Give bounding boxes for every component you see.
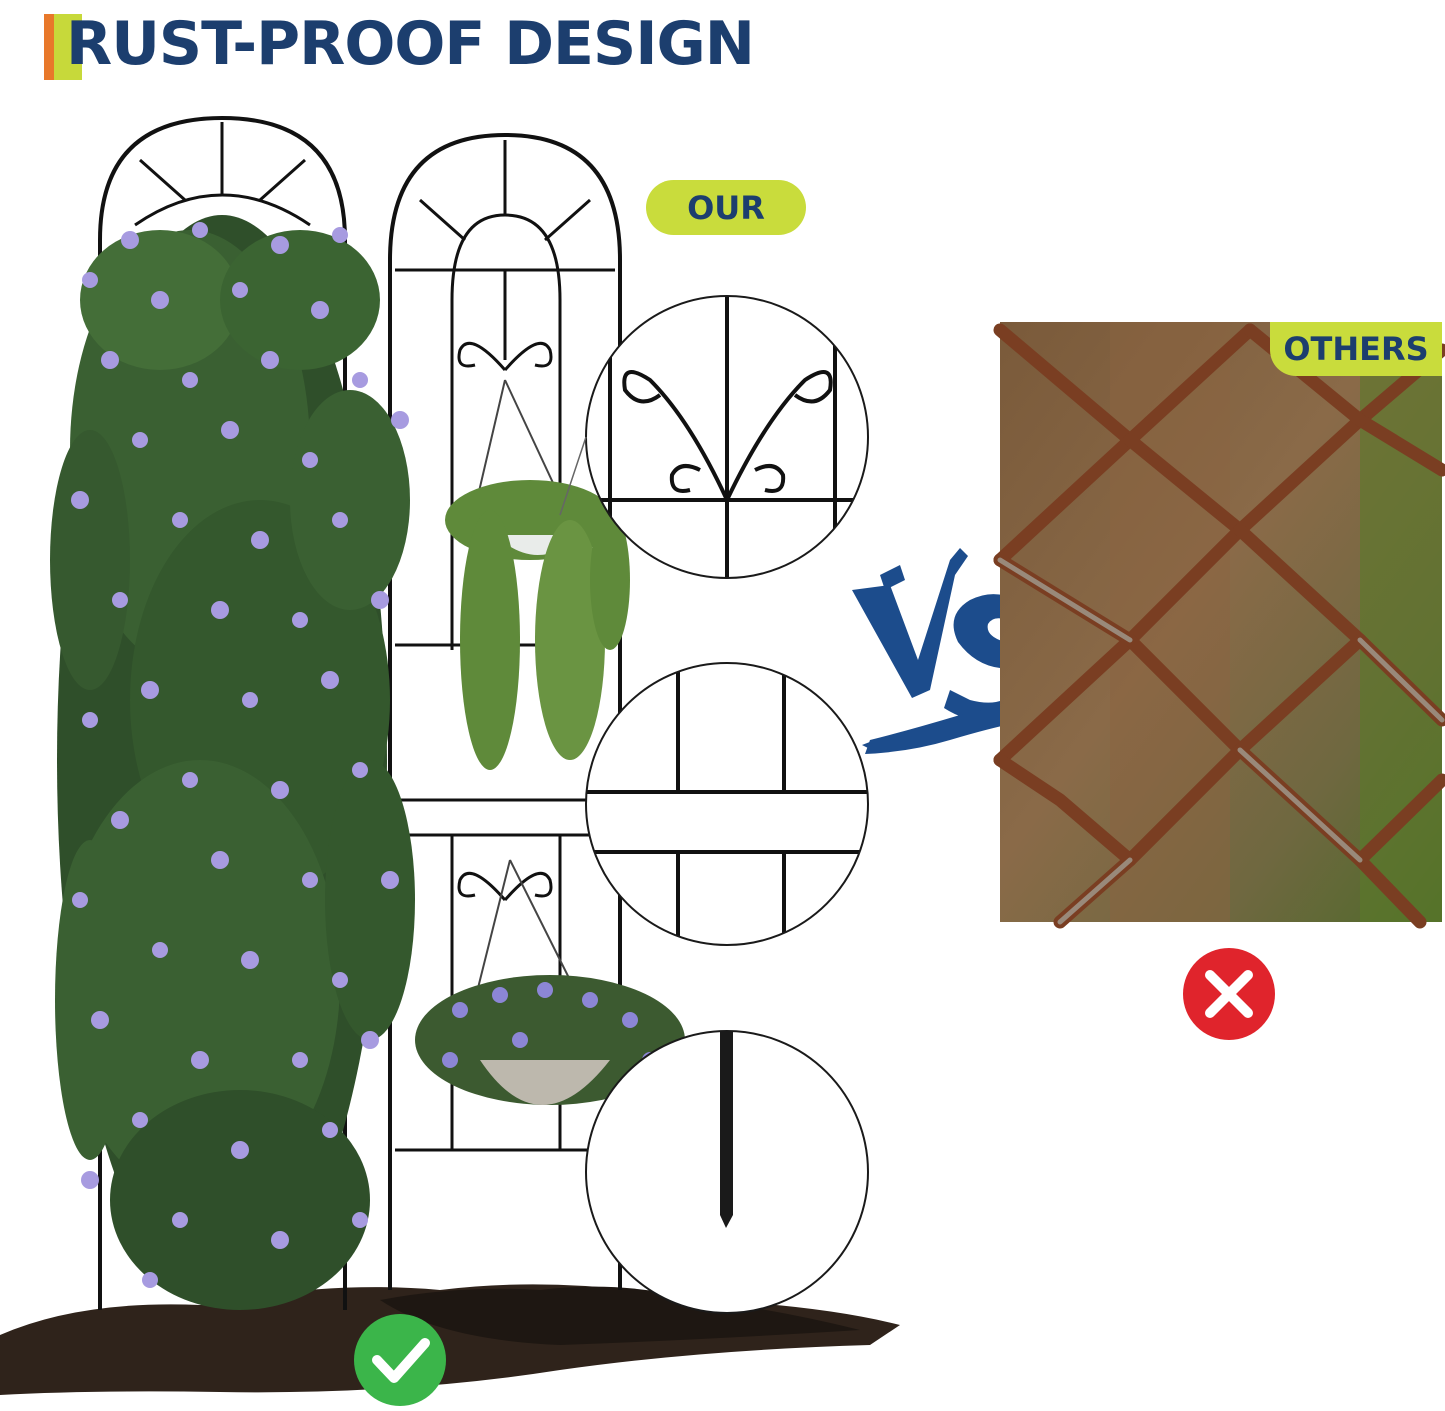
trellis-left <box>98 115 347 1310</box>
rusty-fence-photo <box>993 322 1445 929</box>
detail-circle-scroll <box>559 295 869 579</box>
detail-circle-stake <box>585 1030 869 1314</box>
soil-mound <box>0 1284 900 1395</box>
detail-circle-grid <box>585 662 869 946</box>
page-title: RUST-PROOF DESIGN <box>66 9 755 79</box>
climbing-vine-foliage <box>50 215 415 1310</box>
hanging-basket-upper <box>445 379 630 770</box>
check-circle-icon <box>354 1314 446 1406</box>
label-others: OTHERS <box>1270 322 1442 376</box>
label-ours: OUR <box>646 180 806 235</box>
title-accent-orange <box>44 14 54 80</box>
purple-flowers <box>71 222 409 1288</box>
x-circle-icon <box>1183 948 1275 1040</box>
title-accent-green <box>54 14 82 80</box>
